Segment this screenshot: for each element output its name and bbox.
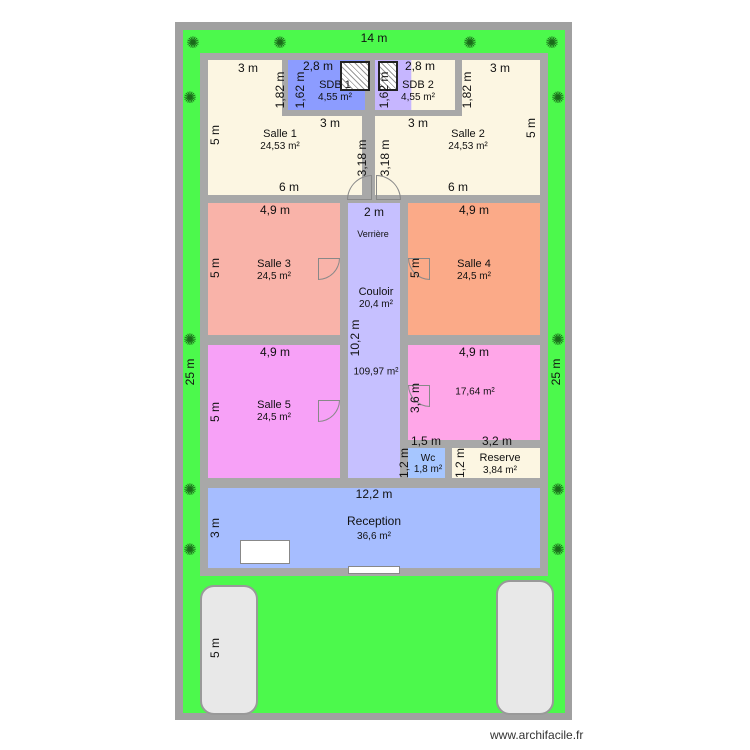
room-area: 36,6 m² [357,531,391,542]
room-name: SDB 2 [402,79,434,91]
tree-icon: ✺ [273,35,287,52]
dim: 10,2 m [348,319,362,357]
room-name: Salle 4 [457,258,491,270]
room-name: Salle 5 [257,399,291,411]
dim: 2,8 m [404,59,436,73]
label-room-6: 17,64 m² [455,386,495,398]
room-area: 3,84 m² [483,465,517,476]
car-right [496,580,554,715]
room-area: 20,4 m² [359,299,393,310]
tree-icon: ✺ [551,542,565,559]
dim: 3 m [237,61,259,75]
room-area: 24,5 m² [257,271,291,282]
shower-1 [340,61,370,91]
dim: 1,62 m [377,71,391,109]
label-verriere: Verrière [357,229,389,239]
room-area: 1,8 m² [413,464,443,475]
room-name: Wc [420,453,436,464]
room-area: 24,5 m² [257,412,291,423]
dim: 12,2 m [355,487,393,501]
dim: 5 m [208,401,222,423]
tree-icon: ✺ [183,542,197,559]
car-left [200,585,258,715]
room-wc[interactable] [408,448,445,478]
tree-icon: ✺ [183,90,197,107]
room-area: 24,53 m² [260,141,300,152]
tree-icon: ✺ [551,332,565,349]
room-name: Salle 2 [451,128,485,140]
sdb-wall [282,110,462,116]
dim: 1,82 m [460,71,474,109]
dim: 3 m [319,116,341,130]
dim: 5 m [208,637,222,659]
dim: 1,2 m [453,447,467,479]
tree-icon: ✺ [183,482,197,499]
room-name: SDB 1 [319,79,351,91]
dim: 3,6 m [408,382,422,414]
dim: 5 m [524,117,538,139]
dim: 1,5 m [410,434,442,448]
dim: 4,9 m [458,203,490,217]
dim: 3,18 m [378,139,392,177]
dim-top: 14 m [360,31,388,45]
label-total-area: 109,97 m² [353,366,399,378]
room-salle-1-cut [282,55,288,115]
dim-right: 25 m [549,358,563,386]
dim: 6 m [278,180,300,194]
tree-icon: ✺ [551,90,565,107]
watermark: www.archifacile.fr [490,728,584,742]
tree-icon: ✺ [183,332,197,349]
room-couloir[interactable] [348,203,400,478]
room-name: Couloir [358,286,394,298]
dim: 6 m [447,180,469,194]
room-salle-4[interactable] [408,203,540,335]
room-area: 24,53 m² [448,141,488,152]
label-reception: Reception 36,6 m² [347,514,401,542]
dim: 4,9 m [259,203,291,217]
tree-icon: ✺ [545,35,559,52]
dim: 3,2 m [481,434,513,448]
dim: 1,2 m [397,447,411,479]
entrance-door[interactable] [348,566,400,574]
shower-2 [378,61,398,91]
tree-icon: ✺ [186,35,200,52]
dim: 5 m [208,257,222,279]
room-area: 4,55 m² [318,92,352,103]
room-area: 4,55 m² [401,92,435,103]
tree-icon: ✺ [551,482,565,499]
sdb-wall-right [455,55,462,115]
dim: 3 m [208,517,222,539]
tree-icon: ✺ [463,35,477,52]
dim: 3 m [407,116,429,130]
dim: 2,8 m [302,59,334,73]
room-name: Reception [346,514,402,528]
dim: 5 m [208,124,222,146]
room-name: Reserve [479,452,521,464]
room-17-64[interactable] [408,345,540,440]
room-name: Salle 1 [263,128,297,140]
room-name: Salle 3 [257,258,291,270]
dim: 5 m [408,257,422,279]
room-reserve[interactable] [452,448,540,478]
dim: 3 m [489,61,511,75]
room-area: 24,5 m² [457,271,491,282]
dim: 1,82 m [273,71,287,109]
dim: 4,9 m [458,345,490,359]
reception-desk [240,540,290,564]
dim: 3,18 m [355,139,369,177]
dim: 1,62 m [293,71,307,109]
dim: 2 m [363,205,385,219]
dim-left: 25 m [183,358,197,386]
dim: 4,9 m [259,345,291,359]
